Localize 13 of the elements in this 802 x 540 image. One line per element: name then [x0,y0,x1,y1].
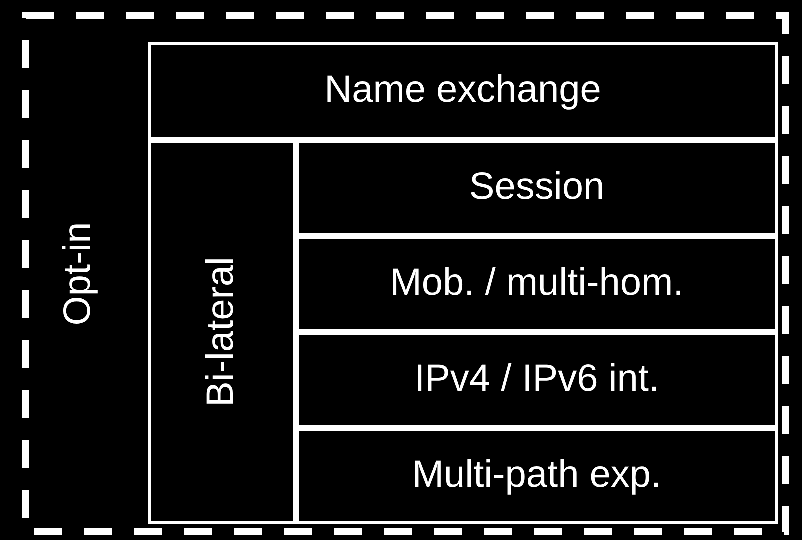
layer-box [296,428,778,524]
layer-box [148,42,778,140]
layer-box [296,140,778,236]
layer-label: Bi-lateral [201,257,243,407]
layer-label: Mob. / multi-hom. [390,263,684,305]
layer-label: Name exchange [324,70,602,112]
layer-box [296,332,778,428]
layer-box [148,140,296,524]
layer-label: Multi-path exp. [412,455,662,497]
layer-label: IPv4 / IPv6 int. [414,359,660,401]
layer-box [296,236,778,332]
layer-label: Session [469,167,605,209]
region-label: Opt-in [58,222,100,326]
